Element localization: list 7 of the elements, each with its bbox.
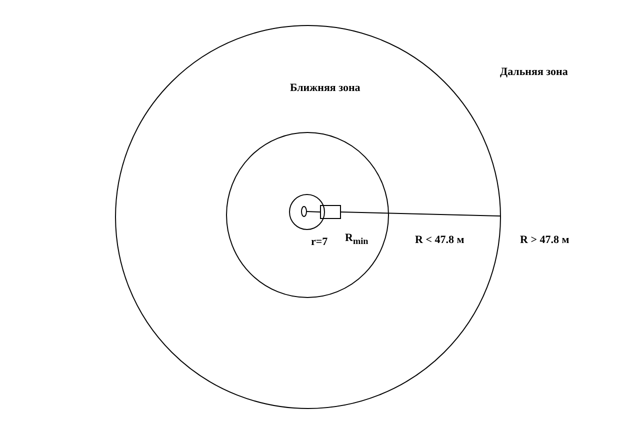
radius-label: R$_{min}$ [345,232,368,246]
distance-label: R > 47.8 м [520,234,570,246]
connector-line [306,211,320,212]
zone-label: Ближняя зона [290,82,360,94]
zone-label: Дальняя зона [500,66,568,78]
radius-label: r=7 [311,236,328,248]
distance-label: R < 47.8 м [415,234,464,246]
